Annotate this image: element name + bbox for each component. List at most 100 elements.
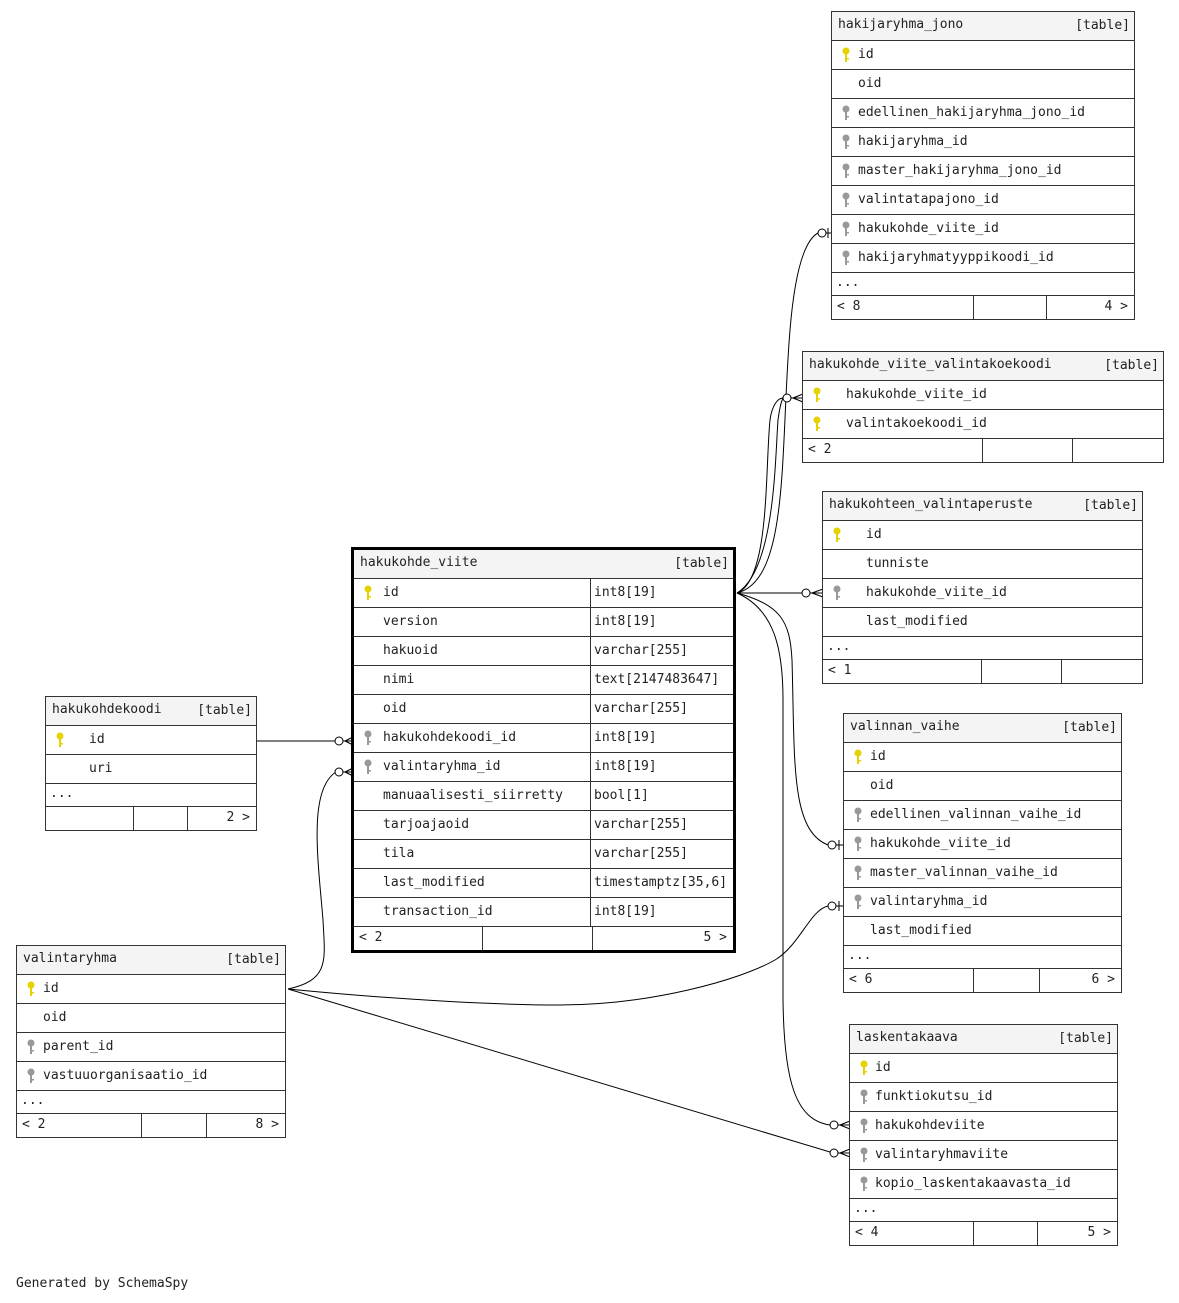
- column-name: id: [43, 981, 59, 996]
- table-name[interactable]: hakukohde_viite_valintakoekoodi: [809, 357, 1052, 372]
- column-row[interactable]: tunniste: [823, 550, 1142, 579]
- column-name: hakijaryhmatyyppikoodi_id: [858, 250, 1054, 265]
- column-row[interactable]: valintaryhmaviite: [850, 1141, 1117, 1170]
- more-columns-row[interactable]: ...: [832, 273, 1134, 296]
- column-row[interactable]: parent_id: [17, 1033, 285, 1062]
- more-columns-row[interactable]: ...: [850, 1199, 1117, 1222]
- column-type: int8[19]: [594, 585, 657, 600]
- column-row[interactable]: id: [823, 521, 1142, 550]
- column-row[interactable]: hakukohde_viite_id: [832, 215, 1134, 244]
- column-type: int8[19]: [594, 759, 657, 774]
- table-header: hakukohde_viite_valintakoekoodi[table]: [803, 352, 1163, 381]
- foreign-key-icon: [842, 250, 850, 266]
- column-row[interactable]: id: [46, 726, 256, 755]
- more-columns-row[interactable]: ...: [46, 784, 256, 807]
- column-row[interactable]: oid: [17, 1004, 285, 1033]
- parent-count-link[interactable]: < 6: [849, 972, 873, 987]
- parent-count-link[interactable]: < 4: [855, 1225, 879, 1240]
- child-count-link[interactable]: 2 >: [226, 810, 250, 825]
- foreign-key-icon: [854, 894, 862, 910]
- parent-count-link[interactable]: < 2: [22, 1117, 46, 1132]
- column-row[interactable]: vastuuorganisaatio_id: [17, 1062, 285, 1091]
- edge-end-circle: [817, 228, 827, 238]
- column-type: varchar[255]: [594, 846, 688, 861]
- column-name: last_modified: [870, 923, 972, 938]
- ellipsis-text: ...: [827, 639, 851, 654]
- column-row[interactable]: last_modified: [823, 608, 1142, 637]
- child-count-link[interactable]: 6 >: [1091, 972, 1115, 987]
- column-row[interactable]: master_hakijaryhma_jono_id: [832, 157, 1134, 186]
- table-name[interactable]: hakukohteen_valintaperuste: [829, 497, 1033, 512]
- table-name[interactable]: valinnan_vaihe: [850, 719, 960, 734]
- table-hakukohde-viite-valintakoekoodi[interactable]: hakukohde_viite_valintakoekoodi[table]ha…: [802, 351, 1164, 463]
- column-row[interactable]: hakukohdeviite: [850, 1112, 1117, 1141]
- column-row[interactable]: hakukohde_viite_id: [844, 830, 1121, 859]
- column-row[interactable]: id: [844, 743, 1121, 772]
- column-row[interactable]: hakijaryhma_id: [832, 128, 1134, 157]
- parent-count-link[interactable]: < 2: [359, 930, 383, 945]
- column-row[interactable]: id: [850, 1054, 1117, 1083]
- column-row[interactable]: id: [832, 41, 1134, 70]
- footer-divider: [973, 296, 974, 319]
- child-count-link[interactable]: 8 >: [255, 1117, 279, 1132]
- more-columns-row[interactable]: ...: [17, 1091, 285, 1114]
- column-row[interactable]: valintaryhma_id: [844, 888, 1121, 917]
- column-row[interactable]: hakukohde_viite_id: [823, 579, 1142, 608]
- column-row[interactable]: funktiokutsu_id: [850, 1083, 1117, 1112]
- column-row[interactable]: uri: [46, 755, 256, 784]
- column-row[interactable]: edellinen_hakijaryhma_jono_id: [832, 99, 1134, 128]
- column-row[interactable]: oid: [832, 70, 1134, 99]
- column-row[interactable]: valintakoekoodi_id: [803, 410, 1163, 439]
- table-name[interactable]: laskentakaava: [856, 1030, 958, 1045]
- column-row[interactable]: edellinen_valinnan_vaihe_id: [844, 801, 1121, 830]
- more-columns-row[interactable]: ...: [844, 946, 1121, 969]
- child-count-link[interactable]: 4 >: [1104, 299, 1128, 314]
- child-count-link[interactable]: 5 >: [703, 930, 727, 945]
- column-name: hakukohde_viite_id: [870, 836, 1011, 851]
- column-row[interactable]: valintatapajono_id: [832, 186, 1134, 215]
- column-row[interactable]: last_modified: [844, 917, 1121, 946]
- column-row[interactable]: hakukohde_viite_id: [803, 381, 1163, 410]
- table-name[interactable]: hakukohde_viite: [360, 555, 478, 570]
- column-divider: [590, 637, 591, 665]
- table-name[interactable]: hakukohdekoodi: [52, 702, 162, 717]
- column-type: int8[19]: [594, 904, 657, 919]
- parent-count-link[interactable]: < 2: [808, 442, 832, 457]
- column-row[interactable]: id: [17, 975, 285, 1004]
- column-name: oid: [43, 1010, 67, 1025]
- column-row[interactable]: master_valinnan_vaihe_id: [844, 859, 1121, 888]
- column-row[interactable]: kopio_laskentakaavasta_id: [850, 1170, 1117, 1199]
- table-name[interactable]: valintaryhma: [23, 951, 117, 966]
- parent-count-link[interactable]: < 8: [837, 299, 861, 314]
- column-name: funktiokutsu_id: [875, 1089, 993, 1104]
- table-name[interactable]: hakijaryhma_jono: [838, 17, 964, 32]
- parent-count-link[interactable]: < 1: [828, 663, 852, 678]
- child-count-link[interactable]: 5 >: [1087, 1225, 1111, 1240]
- column-row[interactable]: hakijaryhmatyyppikoodi_id: [832, 244, 1134, 273]
- more-columns-row[interactable]: ...: [823, 637, 1142, 660]
- column-row[interactable]: oid: [844, 772, 1121, 801]
- table-kind-label: [table]: [197, 703, 252, 718]
- column-type: varchar[255]: [594, 817, 688, 832]
- edge-end-circle: [827, 840, 837, 850]
- foreign-key-icon: [842, 134, 850, 150]
